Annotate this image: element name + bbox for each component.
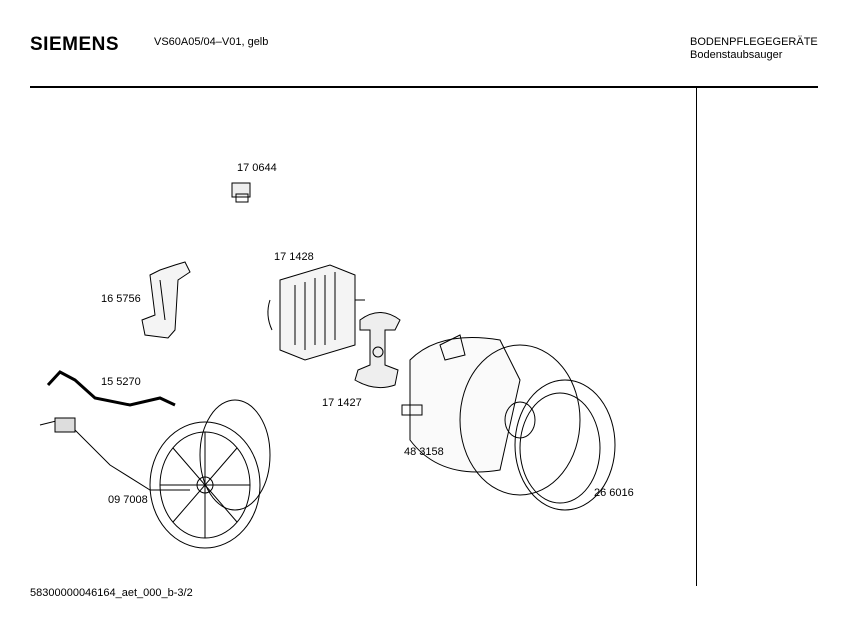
switch-drawing — [231, 182, 251, 203]
cable-reel-drawing — [39, 399, 271, 549]
wire-drawing — [46, 370, 176, 407]
siemens-logo: SIEMENS — [30, 34, 120, 55]
margin-divider — [696, 88, 697, 586]
switch-block-drawing — [267, 264, 365, 361]
holder-drawing — [141, 261, 191, 339]
part-label: 17 1428 — [274, 251, 314, 263]
part-label: 17 0644 — [237, 162, 277, 174]
bracket-drawing — [354, 312, 401, 389]
part-label: 09 7008 — [108, 494, 148, 506]
subcategory: Bodenstaubsauger — [690, 49, 783, 61]
category: BODENPFLEGEGERÄTE — [690, 36, 818, 48]
part-label: 15 5270 — [101, 376, 141, 388]
ring-drawing — [514, 379, 616, 511]
document-id: 58300000046164_aet_000_b-3/2 — [30, 587, 193, 599]
part-label: 48 3158 — [404, 446, 444, 458]
part-label: 16 5756 — [101, 293, 141, 305]
part-label: 17 1427 — [322, 397, 362, 409]
header-divider — [30, 86, 818, 88]
part-label: 26 6016 — [594, 487, 634, 499]
motor-drawing — [401, 334, 581, 496]
model-number: VS60A05/04–V01, gelb — [154, 36, 269, 48]
